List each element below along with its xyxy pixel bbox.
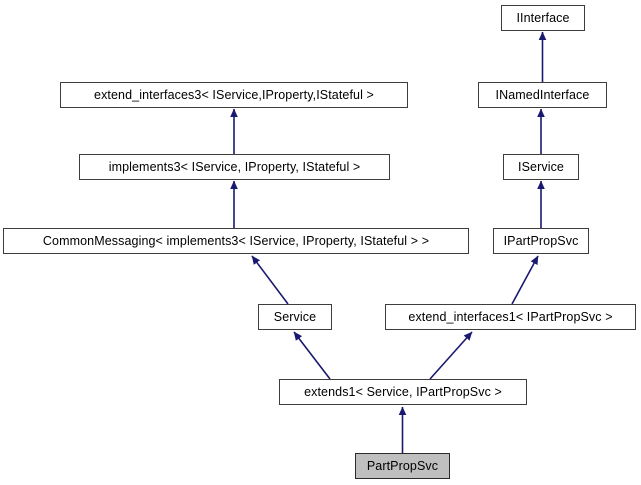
class-node-inamedinterface[interactable]: INamedInterface <box>478 82 607 108</box>
edge-extends1-to-service <box>293 331 331 380</box>
class-node-extends1[interactable]: extends1< Service, IPartPropSvc > <box>279 379 527 405</box>
class-node-extend-interfaces1[interactable]: extend_interfaces1< IPartPropSvc > <box>385 304 636 330</box>
class-node-ipartpropsvc[interactable]: IPartPropSvc <box>493 228 589 254</box>
class-node-iservice[interactable]: IService <box>503 154 579 180</box>
class-node-implements3[interactable]: implements3< IService, IProperty, IState… <box>79 154 390 180</box>
class-node-commonmessaging[interactable]: CommonMessaging< implements3< IService, … <box>3 228 469 254</box>
edge-extend-interfaces1-to-ipartpropsvc <box>511 255 539 305</box>
class-node-iinterface[interactable]: IInterface <box>501 5 585 31</box>
class-node-partpropsvc[interactable]: PartPropSvc <box>355 453 450 479</box>
class-node-service[interactable]: Service <box>258 304 332 330</box>
edge-extends1-to-extend-interfaces1 <box>429 331 473 380</box>
edge-service-to-commonmessaging <box>251 255 289 305</box>
class-node-extend-interfaces3[interactable]: extend_interfaces3< IService,IProperty,I… <box>60 82 408 108</box>
